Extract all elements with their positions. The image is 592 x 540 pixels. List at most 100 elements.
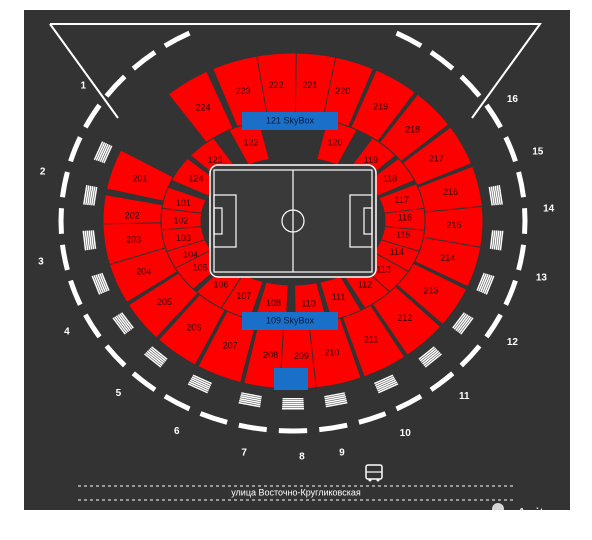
center-circle xyxy=(281,209,305,233)
stair-step xyxy=(145,351,163,367)
skybox-south[interactable]: 109 SkyBox xyxy=(242,312,338,330)
section-label: 104 xyxy=(183,250,198,260)
rail-segment xyxy=(484,103,503,129)
stair-step xyxy=(151,346,168,360)
section-label: 216 xyxy=(443,187,458,197)
stair-step xyxy=(88,230,93,250)
stair-step xyxy=(148,349,166,364)
stair-step xyxy=(480,273,489,293)
section-label: 108 xyxy=(266,298,281,308)
stair-step xyxy=(120,312,134,329)
stair-step xyxy=(241,392,262,398)
gate-11: 11 xyxy=(459,391,470,402)
stair-step xyxy=(187,383,208,394)
rail-segment xyxy=(459,344,482,368)
stair-step xyxy=(488,186,493,206)
gate-1: 1 xyxy=(81,80,87,91)
rail-segment xyxy=(503,136,518,163)
avito-watermark: Avito xyxy=(492,503,554,524)
stair-step xyxy=(240,396,262,402)
gate-12: 12 xyxy=(507,337,519,348)
rail-segment xyxy=(68,279,83,306)
rail-segment xyxy=(459,74,482,98)
stair-step xyxy=(497,230,502,251)
section-label: 117 xyxy=(394,195,408,205)
section-label: 201 xyxy=(132,173,147,183)
stair-step xyxy=(99,143,109,163)
section-224[interactable]: 224 xyxy=(167,70,234,144)
gate-7: 7 xyxy=(241,447,247,458)
rail-segment xyxy=(199,411,228,425)
section-117[interactable]: 117 xyxy=(378,183,425,214)
stair-step xyxy=(494,185,499,206)
section-label: 212 xyxy=(397,313,412,323)
stair-step xyxy=(190,377,211,388)
stair-step xyxy=(418,346,435,360)
stair-step xyxy=(422,350,440,365)
stair-step xyxy=(374,376,395,387)
stair-step xyxy=(375,377,396,388)
skybox-north-label: 121 SkyBox xyxy=(266,115,315,125)
section-label: 113 xyxy=(376,265,390,275)
stair-step xyxy=(83,185,88,205)
gate-2: 2 xyxy=(40,167,46,178)
gate-15: 15 xyxy=(532,147,544,158)
stair-step xyxy=(95,274,105,294)
stair-step xyxy=(86,230,91,250)
stair-step xyxy=(188,381,209,392)
section-label: 106 xyxy=(213,280,228,290)
stair-step xyxy=(93,186,98,206)
stair-step xyxy=(374,374,394,385)
stair-step xyxy=(239,399,261,406)
stair-step xyxy=(423,351,441,367)
rail-segment xyxy=(104,74,127,98)
stair-step xyxy=(82,230,87,251)
section-209-box[interactable] xyxy=(274,368,308,390)
section-label: 217 xyxy=(429,154,444,164)
stair-step xyxy=(493,230,498,250)
stair-step xyxy=(453,313,467,330)
stair-step xyxy=(91,275,101,295)
stair-step xyxy=(115,315,130,333)
section-label: 114 xyxy=(390,247,404,257)
stair-step xyxy=(499,230,504,251)
rail-segment xyxy=(429,371,455,392)
section-label: 107 xyxy=(236,291,251,301)
section-label: 223 xyxy=(236,86,251,96)
gate-5: 5 xyxy=(116,388,122,399)
stair-step xyxy=(324,396,346,402)
stair-step xyxy=(485,275,495,295)
stair-step xyxy=(495,230,500,250)
rail-segment xyxy=(516,244,526,271)
stair-step xyxy=(481,274,491,294)
stair-step xyxy=(149,347,167,362)
stair-step xyxy=(84,230,89,251)
section-label: 215 xyxy=(446,220,461,230)
stair-step xyxy=(90,230,95,250)
skybox-north[interactable]: 121 SkyBox xyxy=(242,112,338,130)
watermark-text: Avito xyxy=(516,504,554,523)
stair-step xyxy=(95,142,106,161)
stair-step xyxy=(492,186,497,206)
section-label: 112 xyxy=(358,280,372,290)
stair-step xyxy=(489,230,494,249)
rail-segment xyxy=(131,371,157,392)
stair-step xyxy=(240,394,262,400)
stair-step xyxy=(460,317,474,335)
stair-step xyxy=(192,374,212,385)
rail-segment xyxy=(163,393,191,412)
section-219[interactable]: 219 xyxy=(350,69,416,143)
section-label: 213 xyxy=(423,285,438,295)
rail-segment xyxy=(395,30,423,49)
stair-step xyxy=(114,316,128,334)
stair-step xyxy=(87,185,92,206)
section-label: 103 xyxy=(176,233,191,243)
stair-step xyxy=(117,314,131,331)
stair-step xyxy=(191,376,212,387)
section-label: 204 xyxy=(136,266,151,276)
stair-step xyxy=(119,313,133,330)
stadium-perimeter xyxy=(49,23,542,119)
rail-segment xyxy=(68,136,83,163)
stair-step xyxy=(458,316,472,334)
rail-segment xyxy=(131,50,157,71)
